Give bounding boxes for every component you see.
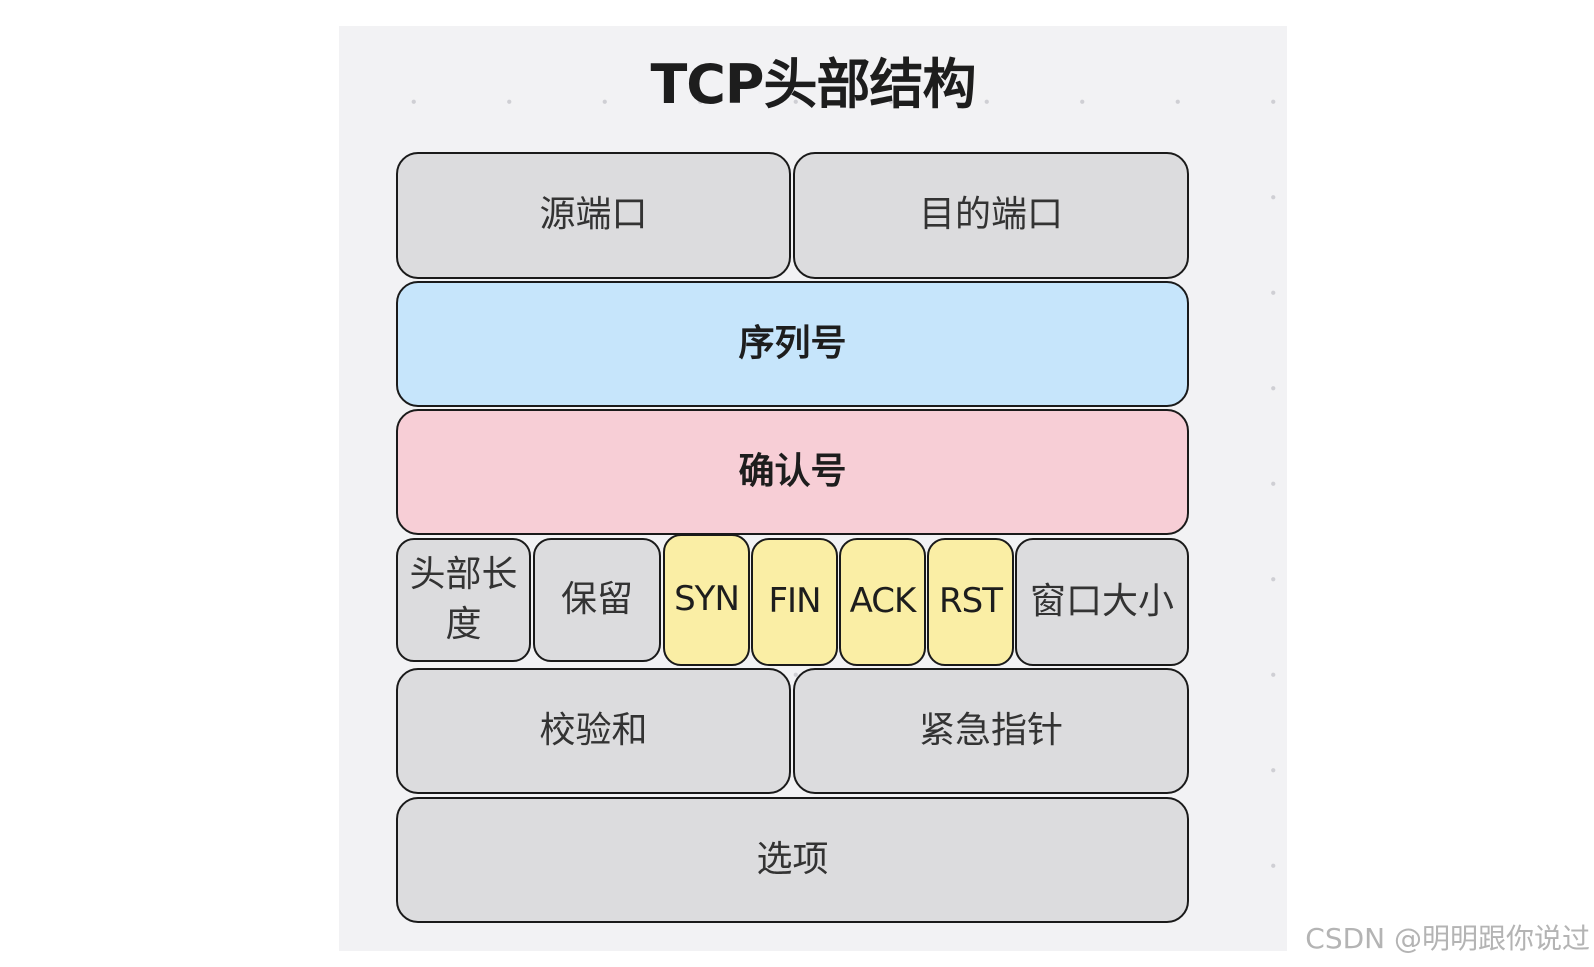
diagram-canvas: TCP头部结构 源端口 目的端口 序列号 确认号 头部长度 保留 SYN FIN… xyxy=(339,26,1287,951)
checksum-field: 校验和 xyxy=(396,668,791,794)
ack-number-field: 确认号 xyxy=(396,409,1189,535)
source-port-field: 源端口 xyxy=(396,152,791,279)
diagram-title: TCP头部结构 xyxy=(650,53,976,116)
sequence-number-field: 序列号 xyxy=(396,281,1189,407)
urgent-pointer-field: 紧急指针 xyxy=(793,668,1189,794)
rst-flag-field: RST xyxy=(927,538,1014,666)
reserved-field: 保留 xyxy=(533,538,661,662)
syn-flag-field: SYN xyxy=(663,534,750,666)
fin-flag-field: FIN xyxy=(751,538,838,666)
options-field: 选项 xyxy=(396,797,1189,923)
dest-port-field: 目的端口 xyxy=(793,152,1189,279)
window-size-field: 窗口大小 xyxy=(1015,538,1189,666)
watermark: CSDN @明明跟你说过 xyxy=(1305,922,1590,955)
ack-flag-field: ACK xyxy=(839,538,926,666)
header-length-field: 头部长度 xyxy=(396,538,531,662)
